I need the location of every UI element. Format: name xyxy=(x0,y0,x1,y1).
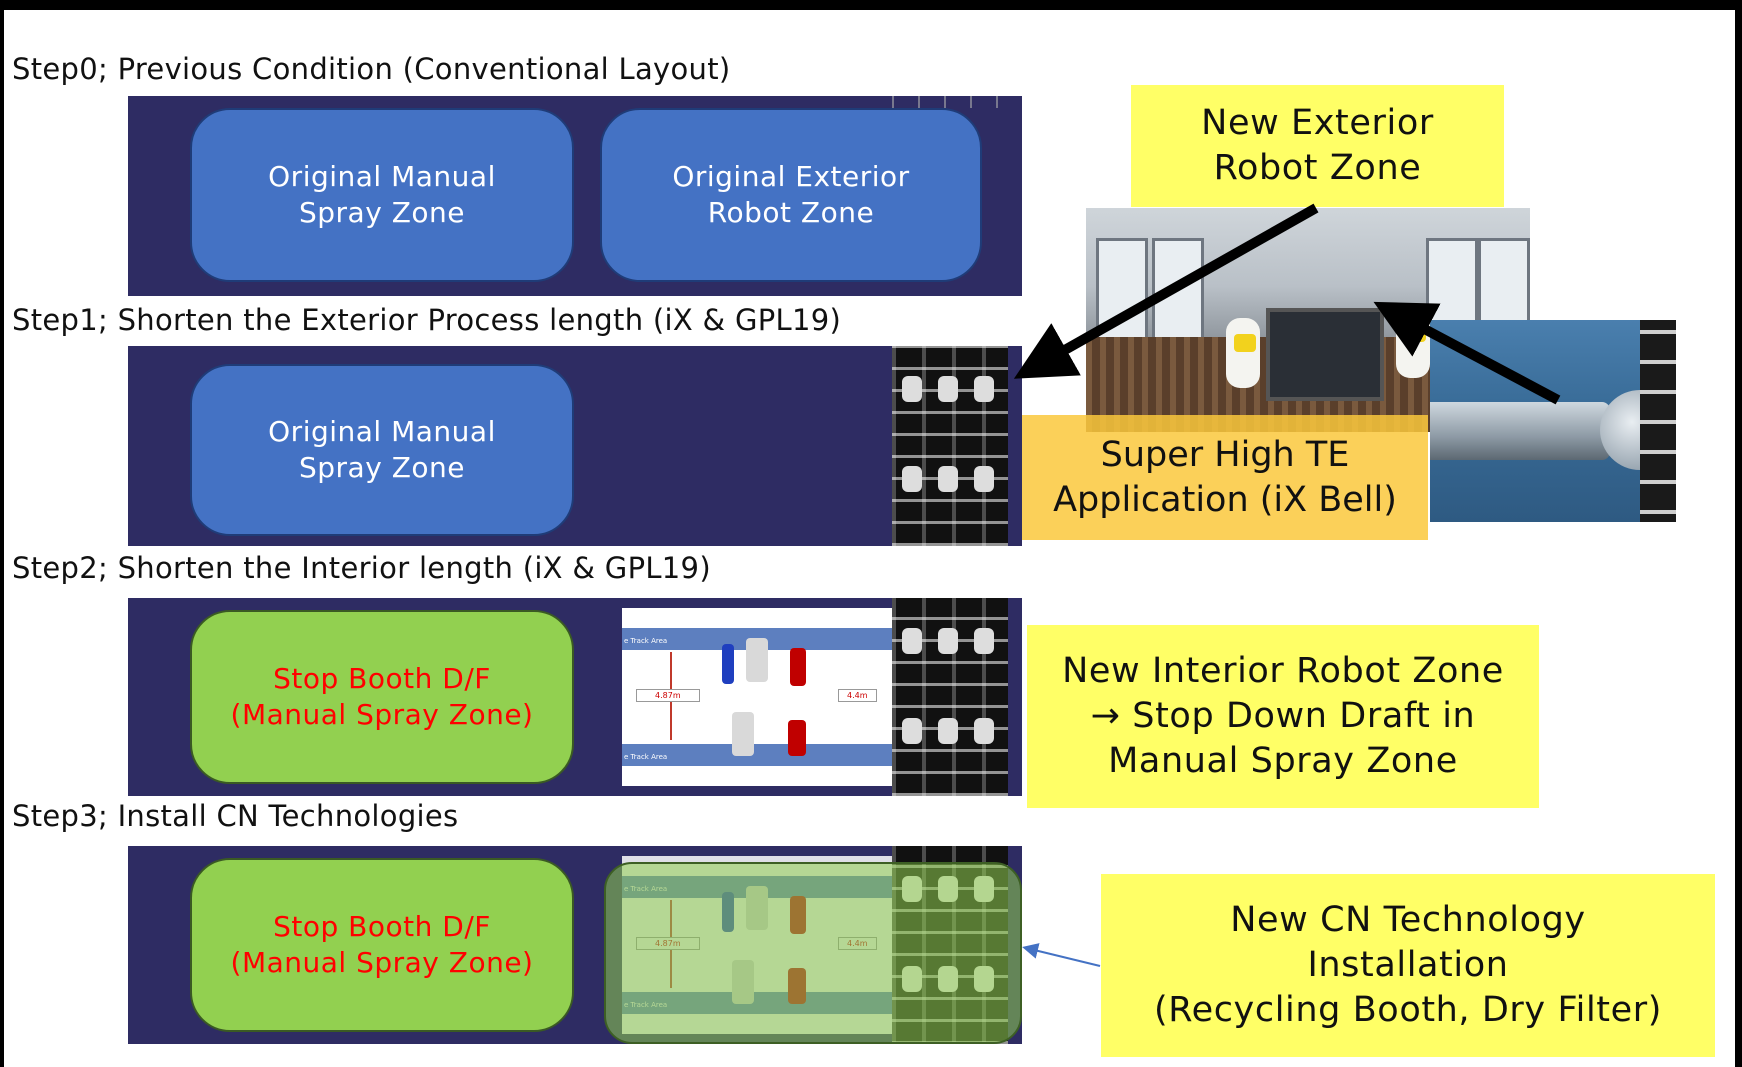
robot-figure xyxy=(746,638,768,682)
red-equipment xyxy=(788,720,806,756)
callout-super-high-te-line3: Bell) xyxy=(1318,479,1397,520)
callout-super-high-te-line1: Super High TE xyxy=(1100,434,1350,475)
step2-stop-label-line2: (Manual Spray Zone) xyxy=(230,698,534,731)
step3-stop-label-line2: (Manual Spray Zone) xyxy=(230,946,534,979)
robot-figure xyxy=(974,718,994,744)
robot-figure xyxy=(938,718,958,744)
robot-figure xyxy=(902,466,922,492)
step0-exterior-label-line2: Robot Zone xyxy=(707,196,875,229)
callout-new-exterior-line1: New Exterior xyxy=(1201,103,1434,143)
step2-title: Step2; Shorten the Interior length (iX &… xyxy=(12,551,711,585)
step0-manual-label-line1: Original Manual xyxy=(268,160,496,193)
step0-exterior-robot-zone: Original Exterior Robot Zone xyxy=(600,108,982,282)
callout-super-high-te-line2: Application (iX xyxy=(1053,479,1308,520)
step1-title: Step1; Shorten the Exterior Process leng… xyxy=(12,303,842,337)
track-area-label: e Track Area xyxy=(624,753,668,761)
robot-figure xyxy=(938,628,958,654)
step1-layout-panel: Original Manual Spray Zone xyxy=(128,346,1022,546)
step3-title: Step3; Install CN Technologies xyxy=(12,799,459,833)
arrow-to-exterior-robot-zone xyxy=(1013,203,1319,379)
callout-super-high-te: Super High TE Application (iX Bell) xyxy=(1022,415,1428,540)
robot-figure xyxy=(974,466,994,492)
step0-layout-panel: Original Manual Spray Zone Original Exte… xyxy=(128,96,1022,296)
step1-manual-label-line1: Original Manual xyxy=(268,415,496,448)
callout-new-exterior-robot-zone: New Exterior Robot Zone xyxy=(1131,85,1504,207)
callout-new-exterior-line2: Robot Zone xyxy=(1213,148,1422,188)
callout-new-cn-technology: New CN Technology Installation (Recyclin… xyxy=(1101,874,1715,1057)
callout-new-interior-robot-zone: New Interior Robot Zone → Stop Down Draf… xyxy=(1027,625,1539,808)
step0-faint-grid xyxy=(892,96,1008,108)
step2-stop-booth-zone: Stop Booth D/F (Manual Spray Zone) xyxy=(190,610,574,784)
callout-new-interior-line3: Manual Spray Zone xyxy=(1108,741,1458,781)
step0-title: Step0; Previous Condition (Conventional … xyxy=(12,52,731,86)
cn-technology-overlay xyxy=(604,862,1022,1044)
callout-new-cn-line2: Installation xyxy=(1307,945,1509,985)
right-border xyxy=(1735,0,1742,1067)
step3-layout-panel: Stop Booth D/F (Manual Spray Zone) e Tra… xyxy=(128,846,1022,1044)
step2-exterior-robot-plan xyxy=(892,598,1008,796)
step0-exterior-label-line1: Original Exterior xyxy=(672,160,910,193)
robot-figure xyxy=(732,712,754,756)
step3-stop-label-line1: Stop Booth D/F xyxy=(273,910,491,943)
robot-arm-yellow-joint xyxy=(1234,334,1256,352)
robot-figure xyxy=(974,628,994,654)
arrow-to-cn-overlay xyxy=(1022,943,1101,967)
step0-manual-label-line2: Spray Zone xyxy=(299,196,465,229)
red-equipment xyxy=(790,648,806,686)
blue-equipment xyxy=(722,644,734,684)
robot-figure xyxy=(902,718,922,744)
robot-figure xyxy=(938,466,958,492)
step1-manual-label-line2: Spray Zone xyxy=(299,451,465,484)
track-area-label: e Track Area xyxy=(624,637,668,645)
robot-arm-left xyxy=(1226,318,1260,388)
dimension-label-right: 4.4m xyxy=(838,689,877,702)
step0-manual-spray-zone: Original Manual Spray Zone xyxy=(190,108,574,282)
step2-stop-label-line1: Stop Booth D/F xyxy=(273,662,491,695)
callout-new-interior-line1: New Interior Robot Zone xyxy=(1062,651,1504,691)
step3-stop-booth-zone: Stop Booth D/F (Manual Spray Zone) xyxy=(190,858,574,1032)
step1-exterior-robot-plan xyxy=(892,346,1008,546)
callout-new-cn-line1: New CN Technology xyxy=(1230,900,1586,940)
left-border xyxy=(0,0,4,1067)
step2-layout-panel: Stop Booth D/F (Manual Spray Zone) e Tra… xyxy=(128,598,1022,796)
top-border xyxy=(0,0,1742,10)
callout-new-interior-line2: → Stop Down Draft in xyxy=(1090,696,1476,736)
callout-new-cn-line3: (Recycling Booth, Dry Filter) xyxy=(1153,990,1662,1030)
robot-figure xyxy=(902,376,922,402)
bell-applicator-photo xyxy=(1430,320,1676,522)
robot-figure xyxy=(974,376,994,402)
robot-figure xyxy=(902,628,922,654)
car-panel-edge xyxy=(1640,320,1676,522)
dimension-label-left: 4.87m xyxy=(636,689,700,702)
bell-applicator-body xyxy=(1430,402,1610,460)
robot-figure xyxy=(938,376,958,402)
track-area-bottom: e Track Area xyxy=(622,744,892,766)
step2-interior-robot-plan: e Track Area e Track Area 4.87m 4.4m xyxy=(622,608,892,786)
step1-manual-spray-zone: Original Manual Spray Zone xyxy=(190,364,574,536)
arrow-to-booth-robot xyxy=(1373,301,1561,405)
